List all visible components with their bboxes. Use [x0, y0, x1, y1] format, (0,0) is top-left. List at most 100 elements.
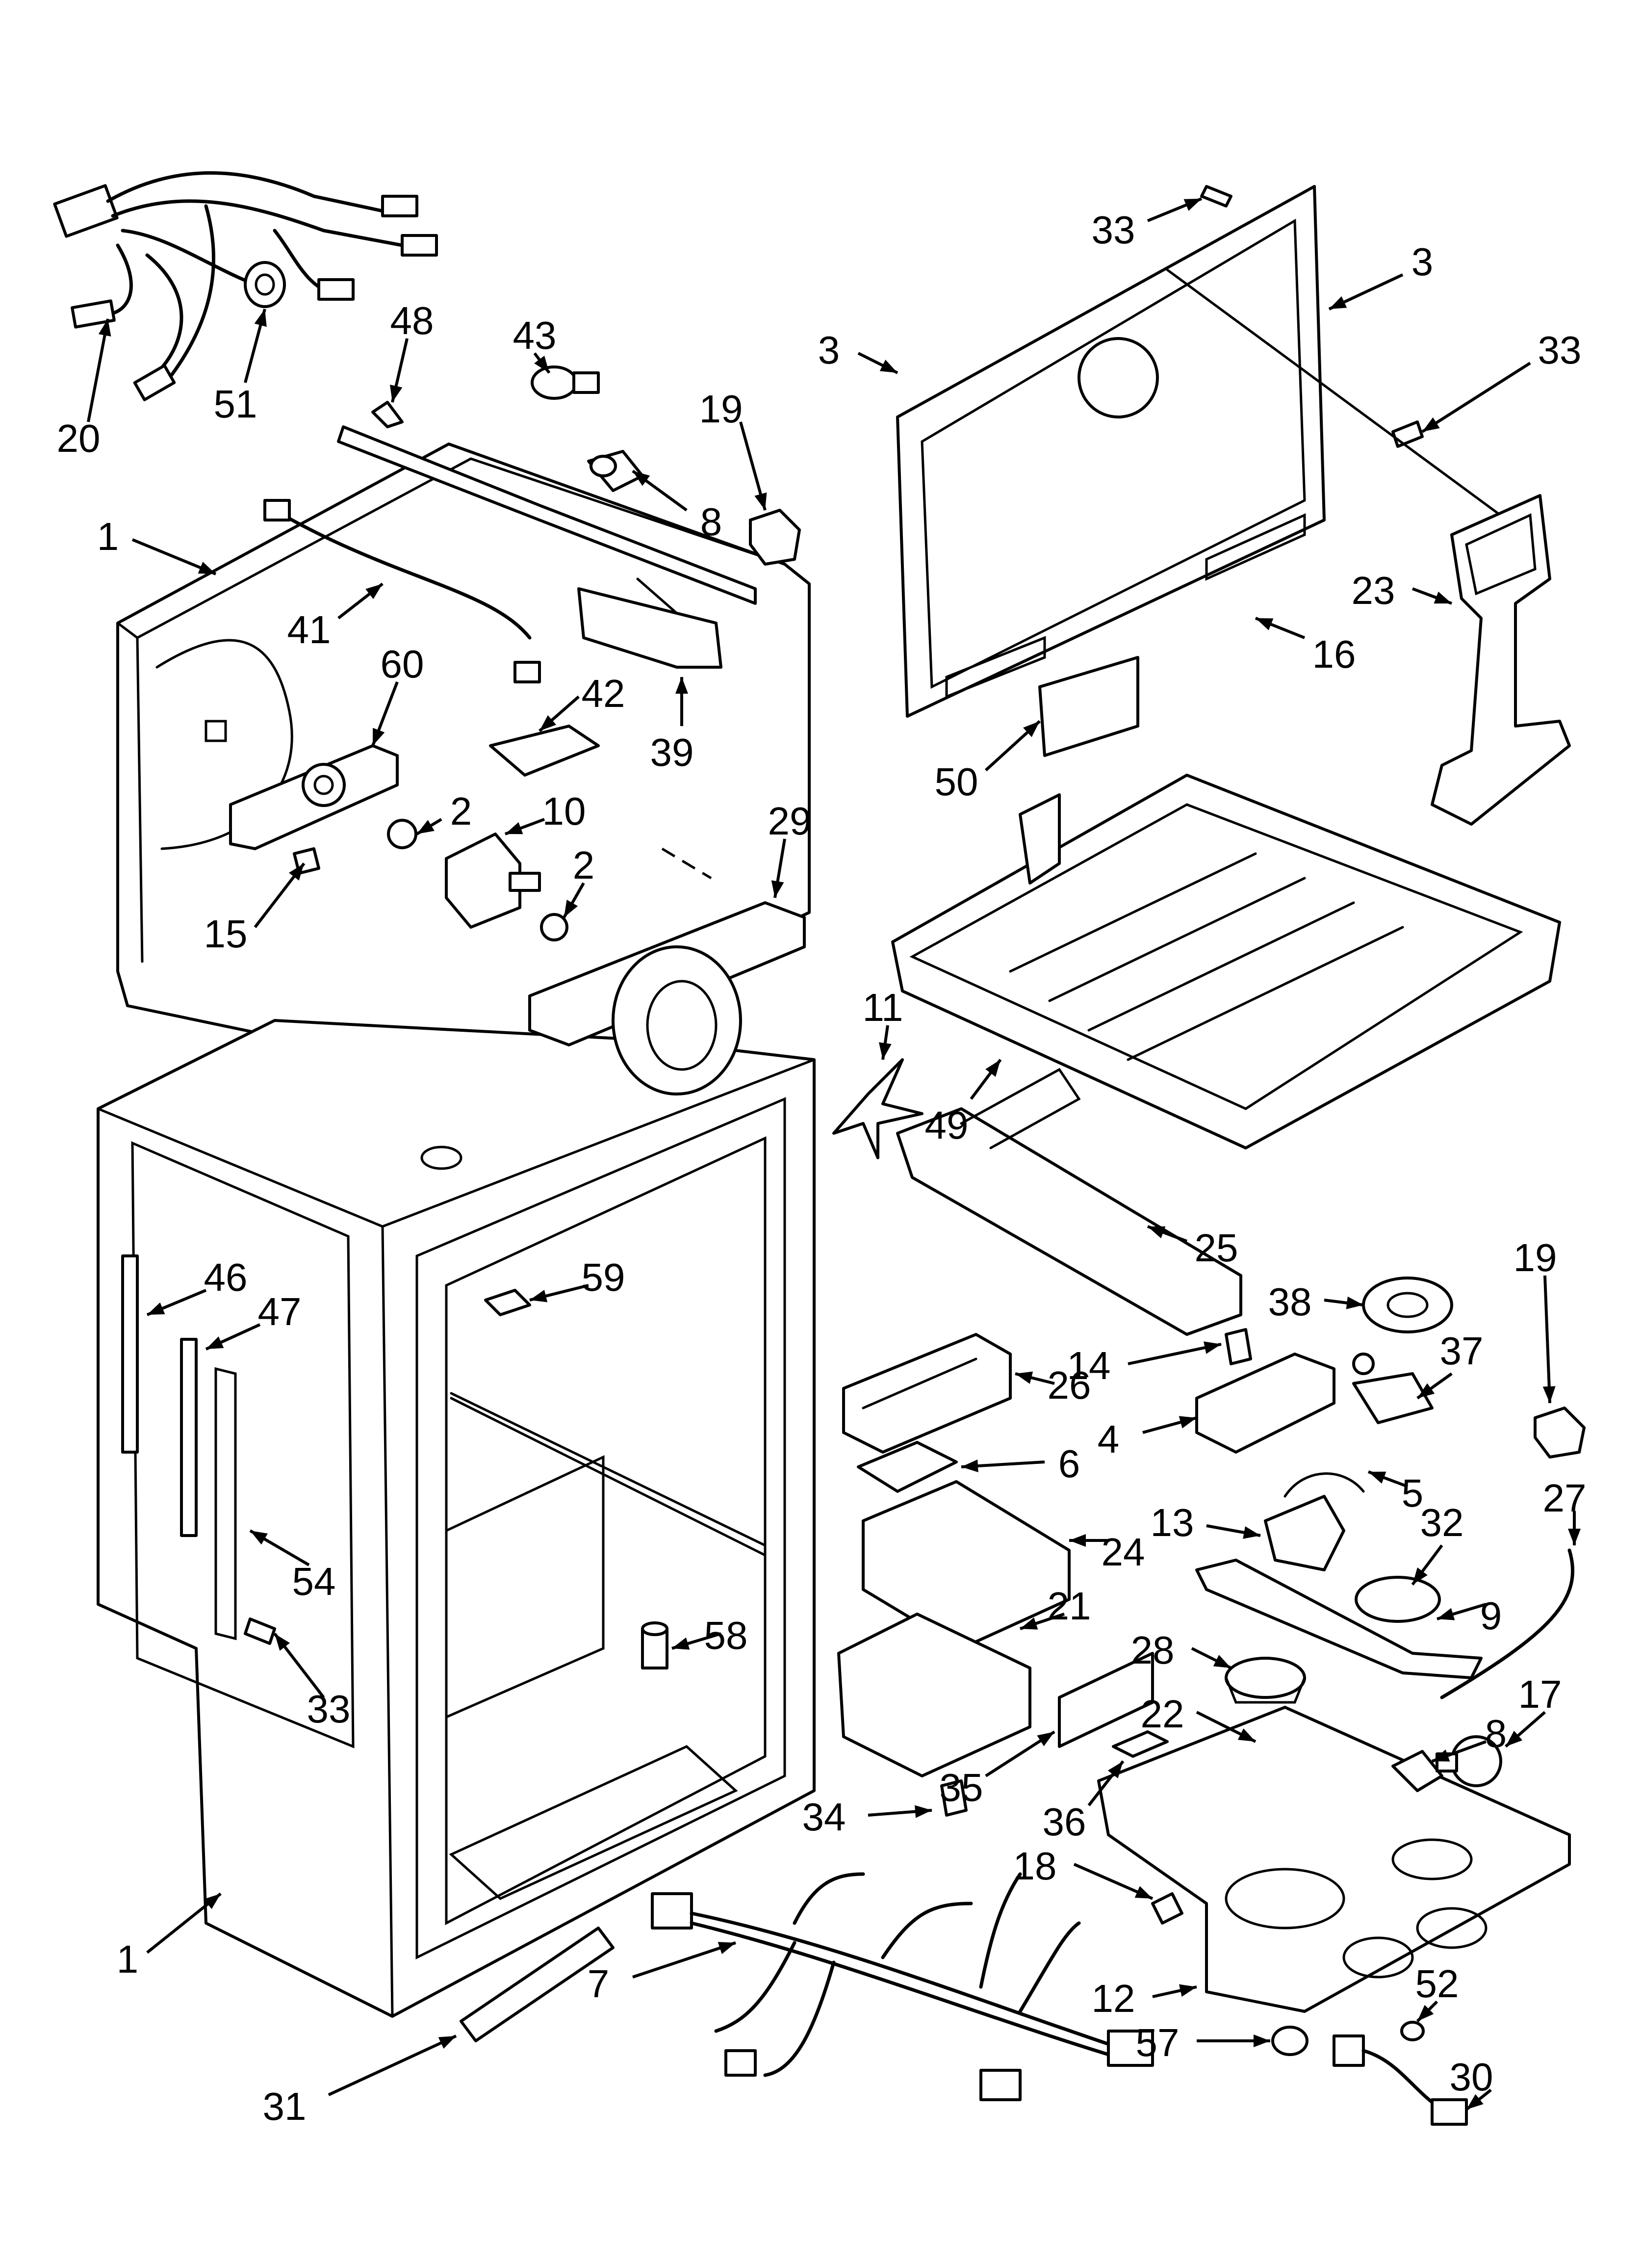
- arrowhead-c49: [985, 1060, 1001, 1077]
- callout-c52: 52: [1415, 1962, 1459, 2006]
- callout-c1a: 1: [97, 515, 119, 558]
- callout-c39: 39: [650, 730, 694, 774]
- leader-line-c7: [632, 1941, 736, 1979]
- callout-c46: 46: [204, 1255, 248, 1299]
- arrowhead-c42: [539, 715, 557, 731]
- plug-18: [1151, 1892, 1183, 1925]
- callout-c57: 57: [1136, 2021, 1180, 2064]
- callout-c38: 38: [1268, 1280, 1312, 1324]
- arrowhead-c33c: [275, 1634, 290, 1651]
- callout-c59: 59: [582, 1255, 625, 1299]
- arrowhead-c34: [915, 1805, 932, 1818]
- lower-liner-part: [97, 1019, 816, 2018]
- arrowhead-c3a: [1329, 296, 1347, 309]
- callout-c2a: 2: [450, 789, 472, 833]
- gear-32: [1355, 1576, 1441, 1623]
- arrowhead-c15: [288, 863, 304, 881]
- arrowhead-c31: [438, 2036, 456, 2049]
- solenoid-37: [1352, 1353, 1434, 1424]
- harness-30: [1333, 2034, 1468, 2126]
- leader-line-c31: [328, 2034, 457, 2096]
- upper-liner-part: [116, 443, 811, 1076]
- callout-c8b: 8: [1485, 1712, 1507, 1755]
- arrowhead-c20: [98, 319, 111, 337]
- arrowhead-c5: [1368, 1471, 1386, 1484]
- callout-c49: 49: [925, 1103, 969, 1147]
- callout-c29: 29: [768, 799, 812, 843]
- callout-c36: 36: [1043, 1800, 1086, 1844]
- bracket-48: [337, 401, 757, 605]
- callout-c15: 15: [204, 912, 248, 956]
- tube-46: [121, 1254, 139, 1454]
- arrowhead-c43: [534, 356, 549, 373]
- callout-c54: 54: [292, 1560, 336, 1603]
- knob-2b: [540, 913, 568, 941]
- arrowhead-c19b: [1542, 1386, 1556, 1403]
- arrowhead-c25: [1148, 1226, 1166, 1239]
- callout-c17: 17: [1518, 1672, 1562, 1716]
- callout-c47: 47: [258, 1290, 302, 1333]
- callout-c31: 31: [263, 2085, 307, 2128]
- callout-c43: 43: [513, 313, 557, 357]
- arrowhead-c1b: [204, 1894, 221, 1909]
- callout-c60: 60: [381, 642, 424, 686]
- arrowhead-c36: [1107, 1761, 1123, 1778]
- arrowhead-c58: [672, 1637, 690, 1650]
- leader-line-c33b: [1421, 362, 1531, 433]
- callout-c6: 6: [1058, 1442, 1080, 1486]
- screw-33-low: [244, 1617, 276, 1645]
- arrowhead-c16: [1256, 618, 1274, 630]
- arrowhead-c21: [1020, 1617, 1038, 1630]
- leader-line-c19b: [1543, 1275, 1551, 1404]
- callout-c37: 37: [1440, 1329, 1484, 1373]
- arrowhead-c26: [1015, 1371, 1033, 1384]
- bulb-43: [531, 365, 600, 400]
- arrowhead-c41: [365, 584, 383, 600]
- arrowhead-c51: [254, 309, 267, 327]
- arrowhead-c18: [1134, 1886, 1153, 1899]
- callout-c35: 35: [940, 1766, 983, 1809]
- callout-c25: 25: [1195, 1226, 1238, 1270]
- cover-plate-35: [1058, 1652, 1154, 1748]
- clip-5: [1283, 1472, 1365, 1498]
- callout-c41: 41: [287, 608, 331, 652]
- callout-c13: 13: [1151, 1501, 1194, 1544]
- callout-c28: 28: [1131, 1628, 1175, 1672]
- arrowhead-c12: [1179, 1984, 1197, 1997]
- tube-47: [180, 1338, 198, 1537]
- callout-c18: 18: [1013, 1844, 1057, 1888]
- duct-39: [577, 577, 722, 669]
- arrowhead-c13: [1243, 1526, 1260, 1539]
- screw-14: [1225, 1328, 1252, 1365]
- arrowhead-c60: [373, 728, 385, 746]
- callout-c7: 7: [588, 1962, 610, 2006]
- callout-c26: 26: [1048, 1363, 1091, 1407]
- arrowhead-c2a: [417, 820, 435, 834]
- screw-34: [940, 1779, 968, 1817]
- callout-c14: 14: [1067, 1344, 1111, 1387]
- callout-c12: 12: [1092, 1977, 1135, 2020]
- arrowhead-c17: [1506, 1730, 1523, 1747]
- arrowhead-c4: [1179, 1416, 1197, 1429]
- ice-tray-49: [891, 774, 1561, 1149]
- arrowhead-c46: [147, 1302, 165, 1315]
- clip-52: [1400, 2021, 1425, 2041]
- arrowhead-c10: [505, 822, 523, 834]
- leader-line-c20: [87, 318, 109, 422]
- socket-8-lower: [1391, 1750, 1443, 1792]
- arrowhead-c47: [206, 1336, 224, 1349]
- callout-c51: 51: [214, 382, 257, 426]
- cup-58: [641, 1621, 668, 1669]
- arrowhead-c8a: [633, 471, 650, 486]
- arrowhead-c39: [675, 677, 688, 694]
- plate-42: [489, 725, 600, 777]
- tube-31: [460, 1927, 615, 2042]
- callout-c27: 27: [1543, 1476, 1587, 1520]
- callout-c32: 32: [1420, 1501, 1464, 1544]
- clip-19-lower: [1534, 1407, 1586, 1459]
- screw-33-top: [1200, 185, 1232, 208]
- dispenser-chute-23: [1431, 494, 1571, 826]
- heater-54: [214, 1367, 237, 1641]
- arrowhead-c28: [1213, 1655, 1231, 1668]
